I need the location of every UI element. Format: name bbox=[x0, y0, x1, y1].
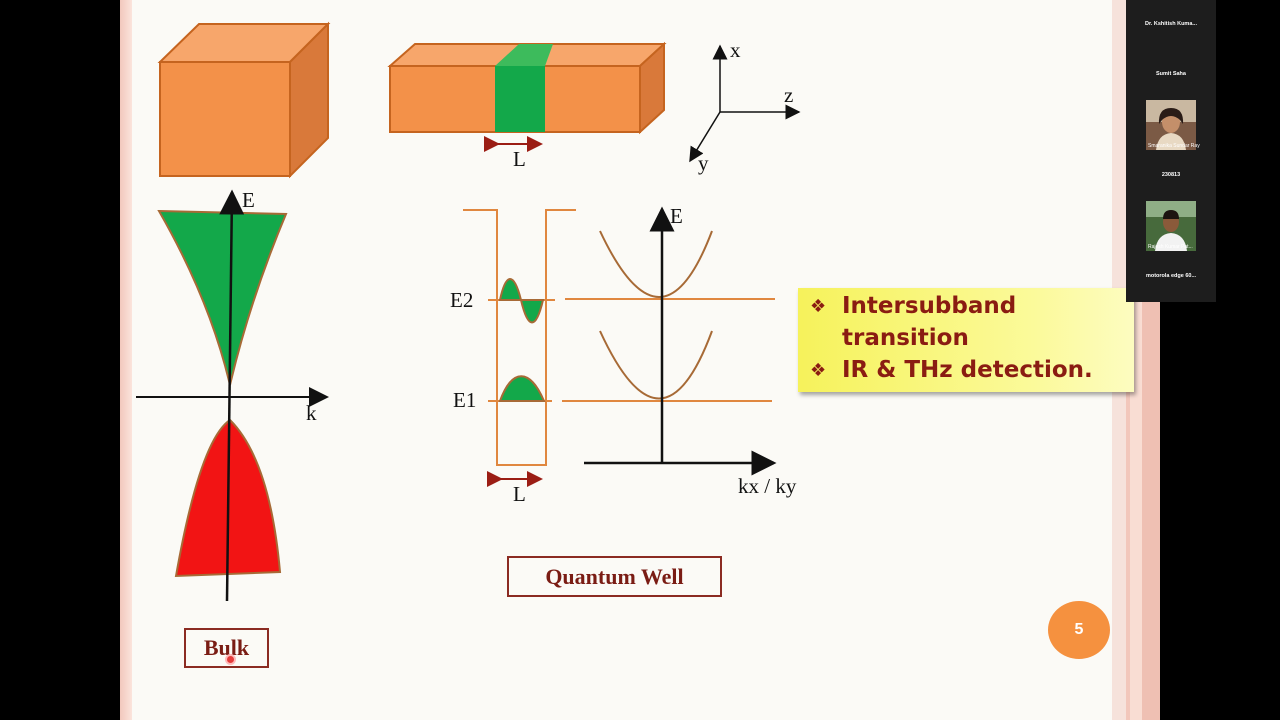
participants-panel[interactable]: Dr. Kshitish Kuma... Sumit Saha Smaranik… bbox=[1126, 0, 1216, 302]
participant-name[interactable]: motorola edge 60... bbox=[1145, 273, 1197, 279]
bulk-energy-axis-label: E bbox=[242, 188, 255, 212]
bullet-text: transition bbox=[842, 325, 969, 351]
participant-avatar-icon bbox=[1146, 201, 1196, 251]
axes-3d bbox=[689, 44, 801, 163]
bulk-band-diagram bbox=[136, 189, 329, 602]
bulk-cube bbox=[157, 21, 331, 179]
laser-pointer-cursor bbox=[225, 654, 236, 665]
diamond-bullet-icon: ❖ bbox=[810, 296, 827, 317]
well-width-label: L bbox=[513, 482, 526, 506]
axis-z-label: z bbox=[784, 83, 793, 107]
qw-energy-axis-label: E bbox=[670, 204, 683, 228]
level-e1-label: E1 bbox=[453, 388, 476, 412]
quantum-well-label: Quantum Well bbox=[507, 556, 722, 597]
subband-dispersion bbox=[562, 206, 777, 476]
participant-video[interactable]: Smaranika Sundar Ray bbox=[1146, 100, 1200, 150]
bulk-k-axis-label: k bbox=[306, 401, 317, 425]
participant-video-name: Smaranika Sundar Ray bbox=[1148, 143, 1200, 149]
participant-name[interactable]: 230813 bbox=[1161, 172, 1181, 178]
callout-box: ❖ Intersubband transition ❖ IR & THz det… bbox=[798, 288, 1134, 392]
bullet-text: Intersubband bbox=[842, 293, 1017, 319]
participant-name[interactable]: Sumit Saha bbox=[1156, 71, 1186, 77]
qw-k-axis-label: kx / ky bbox=[738, 474, 797, 498]
axis-y-label: y bbox=[698, 151, 709, 175]
bullet-text: IR & THz detection. bbox=[842, 357, 1093, 383]
axis-x-label: x bbox=[730, 38, 741, 62]
diamond-bullet-icon: ❖ bbox=[810, 360, 827, 381]
participant-name[interactable]: Dr. Kshitish Kuma... bbox=[1145, 21, 1197, 27]
bar-width-label: L bbox=[513, 147, 526, 171]
level-e2-label: E2 bbox=[450, 288, 473, 312]
slide-left-border bbox=[120, 0, 132, 720]
quantum-well-bar bbox=[387, 41, 667, 152]
participant-avatar-icon bbox=[1146, 100, 1196, 150]
participant-video[interactable]: Rajesh Kumar Pat... bbox=[1146, 201, 1196, 251]
participant-video-name: Rajesh Kumar Pat... bbox=[1148, 244, 1193, 250]
quantum-well-potential bbox=[463, 209, 576, 487]
page-number-badge: 5 bbox=[1048, 601, 1110, 659]
